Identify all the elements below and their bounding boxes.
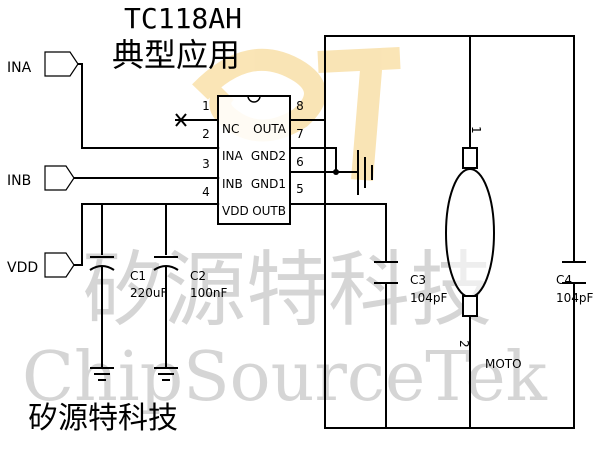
watermark-en: ChipSourceTek [22, 338, 548, 417]
capacitor-c2: C2 100nF [153, 256, 228, 381]
chip-title: TC118AH [124, 2, 242, 35]
pin-name-inb: INB [222, 177, 243, 191]
pin-num-5: 5 [296, 182, 304, 196]
port-vdd: VDD [7, 252, 75, 278]
port-inb: INB [7, 165, 75, 191]
motor-label: MOTO [485, 357, 522, 371]
pin-num-3: 3 [202, 157, 210, 171]
wires [74, 35, 575, 429]
pin-num-1: 1 [202, 99, 210, 113]
chip-ic: 1 2 3 4 NC INA INB VDD OUTA GND2 GND1 OU… [200, 95, 304, 225]
pin-name-gnd1: GND1 [251, 177, 286, 191]
pin-num-8: 8 [296, 99, 304, 113]
footer-brand-text: 矽源特科技 [28, 401, 178, 436]
pin-name-nc: NC [222, 122, 239, 136]
c1-value: 220uF [130, 286, 168, 300]
capacitor-c3: C3 104pF [374, 261, 448, 305]
pin-num-4: 4 [202, 185, 210, 199]
motor-pin1: 1 [469, 126, 483, 134]
c3-value: 104pF [410, 291, 448, 305]
port-inb-label: INB [7, 173, 31, 189]
capacitor-c4: C4 104pF [556, 261, 594, 305]
diagram-subtitle: 典型应用 [112, 36, 240, 74]
pin-name-outa: OUTA [253, 122, 287, 136]
c3-ref: C3 [410, 273, 426, 287]
pin-name-vdd: VDD [222, 204, 249, 218]
motor-pin2: 2 [457, 340, 471, 348]
port-ina-label: INA [7, 60, 32, 76]
motor: 1 2 MOTO [445, 126, 522, 371]
pin-name-outb: OUTB [252, 204, 286, 218]
pin-name-gnd2: GND2 [251, 149, 286, 163]
watermark-cn: 矽源特科技 [82, 243, 492, 338]
pin-name-ina: INA [222, 149, 244, 163]
c4-ref: C4 [556, 273, 572, 287]
capacitor-c1: C1 220uF [89, 256, 168, 381]
c2-ref: C2 [190, 269, 206, 283]
pin-num-7: 7 [296, 127, 304, 141]
port-ina: INA [7, 51, 79, 77]
c1-ref: C1 [130, 269, 146, 283]
pin-num-6: 6 [296, 155, 304, 169]
pin-num-2: 2 [202, 127, 210, 141]
nc-marker [175, 113, 187, 127]
c4-value: 104pF [556, 291, 594, 305]
port-vdd-label: VDD [7, 260, 38, 276]
chip-ground-symbol [357, 150, 373, 195]
c2-value: 100nF [190, 286, 228, 300]
